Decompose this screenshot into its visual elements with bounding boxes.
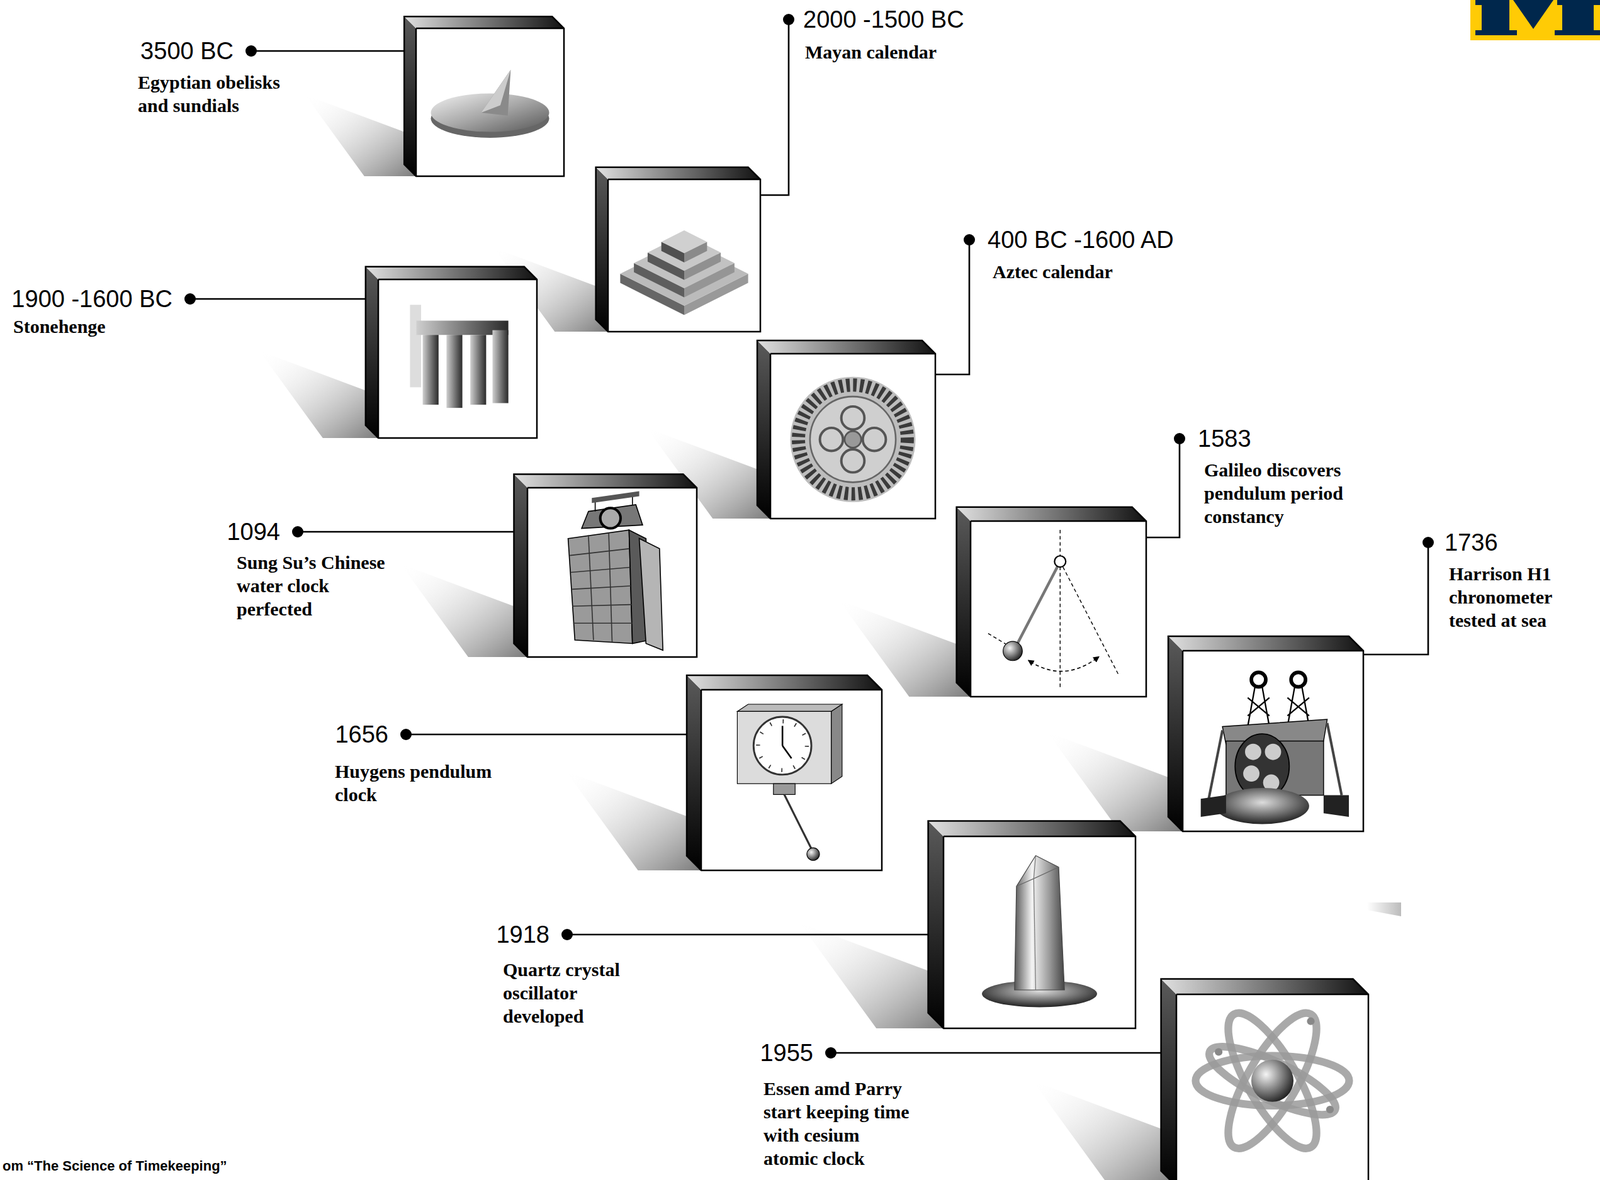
event-label: Huygens pendulum clock	[334, 759, 505, 807]
date-label: 2000 -1500 BC	[803, 5, 965, 34]
university-logo	[1470, 0, 1600, 41]
source-note: om “The Science of Timekeeping”	[2, 1158, 228, 1175]
event-label: Harrison H1 chronometer tested at sea	[1448, 562, 1575, 632]
aztec-calendar-icon	[757, 340, 936, 519]
date-label: 400 BC -1600 AD	[987, 225, 1174, 254]
date-label: 1094	[226, 518, 281, 546]
event-label: Essen amd Parry start keeping time with …	[763, 1076, 914, 1171]
date-label: 1583	[1197, 424, 1252, 453]
chronometer-icon	[1168, 636, 1364, 832]
event-label: Quartz crystal oscillator developed	[502, 957, 639, 1028]
pendulum-icon	[956, 507, 1147, 697]
pyramid-icon	[596, 167, 761, 332]
event-label: Aztec calendar	[992, 259, 1113, 284]
event-label: Egyptian obelisks and sundials	[137, 70, 296, 118]
date-label: 1918	[495, 920, 550, 949]
water-clock-icon	[513, 473, 697, 658]
date-label: 1955	[759, 1039, 814, 1067]
leader-lines	[190, 19, 1429, 1054]
quartz-crystal-icon	[928, 821, 1136, 1029]
sundial-icon	[404, 16, 564, 177]
date-label: 3500 BC	[140, 37, 234, 65]
event-label: Galileo discovers pendulum period consta…	[1204, 458, 1356, 529]
atom-icon	[1161, 979, 1369, 1180]
date-label: 1656	[334, 720, 389, 749]
event-label: Sung Su’s Chinese water clock perfected	[236, 550, 398, 621]
pendulum-clock-icon	[686, 675, 882, 871]
box-shadows	[259, 95, 1402, 1180]
date-label: 1736	[1444, 528, 1499, 557]
event-label: Mayan calendar	[805, 40, 937, 64]
date-label: 1900 -1600 BC	[11, 285, 173, 313]
event-label: Stonehenge	[13, 314, 106, 339]
stonehenge-icon	[365, 266, 537, 439]
leader-dots	[184, 13, 1434, 1059]
